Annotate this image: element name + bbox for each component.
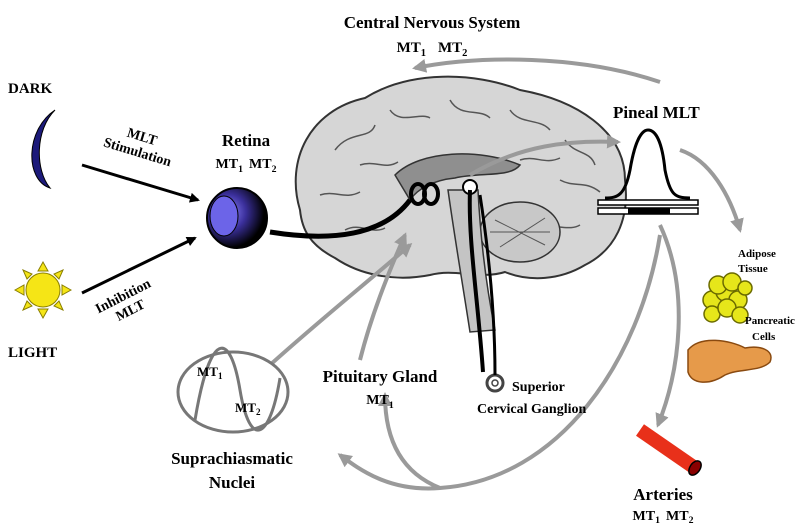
scn-to-brain-arrow [270, 245, 410, 365]
pancreas-icon [688, 340, 771, 382]
dark-label: DARK [8, 81, 52, 97]
superior-label-line2: Cervical Ganglion [477, 402, 586, 417]
artery-icon [640, 430, 704, 477]
dark-to-retina-arrow [82, 165, 198, 200]
superior-label-line1: Superior [512, 380, 565, 395]
arteries-title: Arteries [633, 485, 693, 504]
sun-icon [15, 262, 71, 318]
adipose-label-line1: Adipose [738, 248, 776, 260]
cns-title: Central Nervous System [344, 13, 521, 32]
pineal-label: Pineal MLT [613, 103, 700, 122]
pituitary-receptors: MT1 [366, 393, 394, 411]
brain-illustration [296, 77, 626, 332]
mlt-stimulation-label: MLT Stimulation [102, 120, 178, 170]
scn-rhythm-icon [178, 348, 288, 432]
scn-label-line2: Nuclei [209, 473, 256, 492]
pineal-to-adipose-arrow [680, 150, 740, 230]
inhibition-mlt-label: Inhibition MLT [93, 277, 161, 332]
moon-icon [32, 110, 55, 188]
scn-label-line1: Suprachiasmatic [171, 449, 293, 468]
pineal-to-arteries-arrow [658, 225, 679, 425]
pituitary-title: Pituitary Gland [323, 367, 438, 386]
pancreatic-label-line1: Pancreatic [745, 315, 795, 327]
pancreatic-label-line2: Cells [752, 331, 776, 343]
adipose-label-line2: Tissue [738, 263, 768, 275]
light-label: LIGHT [8, 345, 57, 361]
retina-title: Retina [222, 131, 271, 150]
